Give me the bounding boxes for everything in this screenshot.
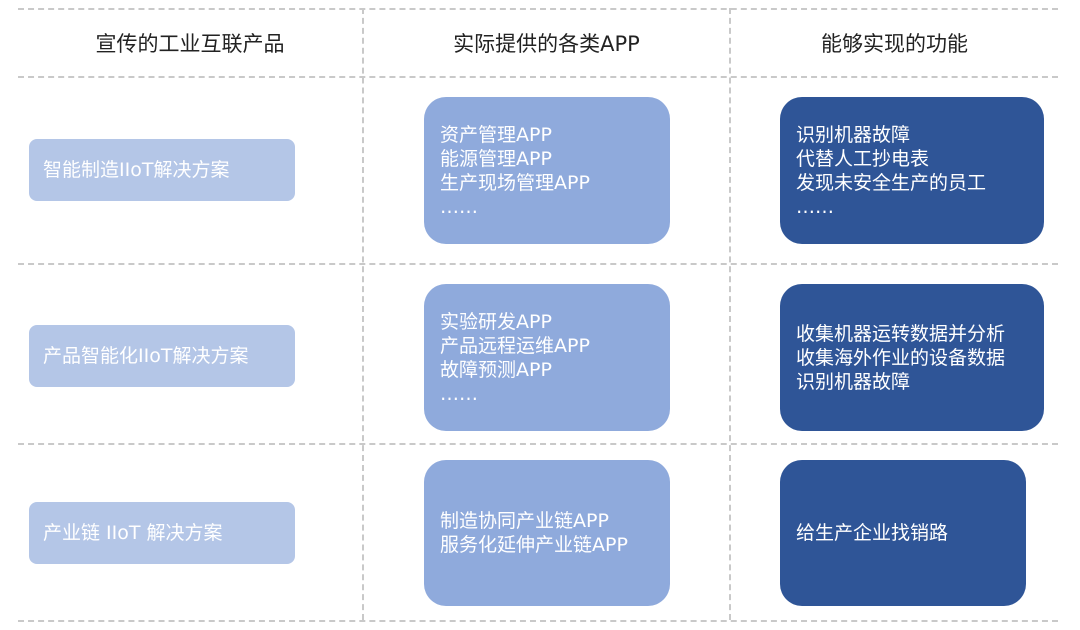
header-functions: 能够实现的功能 [821, 32, 968, 56]
apps-box-row-2: 实验研发APP 产品远程运维APP 故障预测APP …… [424, 284, 670, 431]
app-item: 制造协同产业链APP [440, 510, 609, 532]
app-item: 资产管理APP [440, 123, 552, 146]
function-item-ellipsis: …… [796, 195, 834, 218]
app-item-ellipsis: …… [440, 382, 478, 405]
divider-row-2 [18, 443, 1058, 445]
functions-box-row-3: 给生产企业找销路 [780, 460, 1026, 606]
divider-bottom [18, 620, 1058, 622]
app-item: 产品远程运维APP [440, 334, 590, 357]
app-item: 实验研发APP [440, 310, 552, 333]
function-item: 代替人工抄电表 [796, 147, 930, 170]
apps-box-row-3: 制造协同产业链APP 服务化延伸产业链APP [424, 460, 670, 606]
app-item-ellipsis: …… [440, 195, 478, 218]
divider-row-1 [18, 263, 1058, 265]
function-item: 收集海外作业的设备数据 [796, 346, 1006, 369]
divider-top [18, 8, 1058, 10]
app-item: 服务化延伸产业链APP [440, 534, 628, 556]
app-item: 生产现场管理APP [440, 171, 590, 194]
function-item: 识别机器故障 [796, 123, 911, 146]
divider-col-2 [729, 8, 731, 620]
header-apps: 实际提供的各类APP [453, 32, 640, 56]
divider-header [18, 76, 1058, 78]
function-item: 识别机器故障 [796, 370, 911, 393]
function-item: 发现未安全生产的员工 [796, 171, 987, 194]
function-item: 给生产企业找销路 [796, 522, 949, 544]
app-item: 故障预测APP [440, 358, 552, 381]
solution-box-smart-manufacturing: 智能制造IIoT解决方案 [29, 139, 295, 201]
functions-box-row-2: 收集机器运转数据并分析 收集海外作业的设备数据 识别机器故障 [780, 284, 1044, 431]
function-item: 收集机器运转数据并分析 [796, 322, 1006, 345]
solution-box-industry-chain: 产业链 IIoT 解决方案 [29, 502, 295, 564]
solution-box-product-intelligence: 产品智能化IIoT解决方案 [29, 325, 295, 387]
header-products: 宣传的工业互联产品 [95, 32, 285, 56]
functions-box-row-1: 识别机器故障 代替人工抄电表 发现未安全生产的员工 …… [780, 97, 1044, 244]
app-item: 能源管理APP [440, 147, 552, 170]
divider-col-1 [362, 8, 364, 620]
apps-box-row-1: 资产管理APP 能源管理APP 生产现场管理APP …… [424, 97, 670, 244]
